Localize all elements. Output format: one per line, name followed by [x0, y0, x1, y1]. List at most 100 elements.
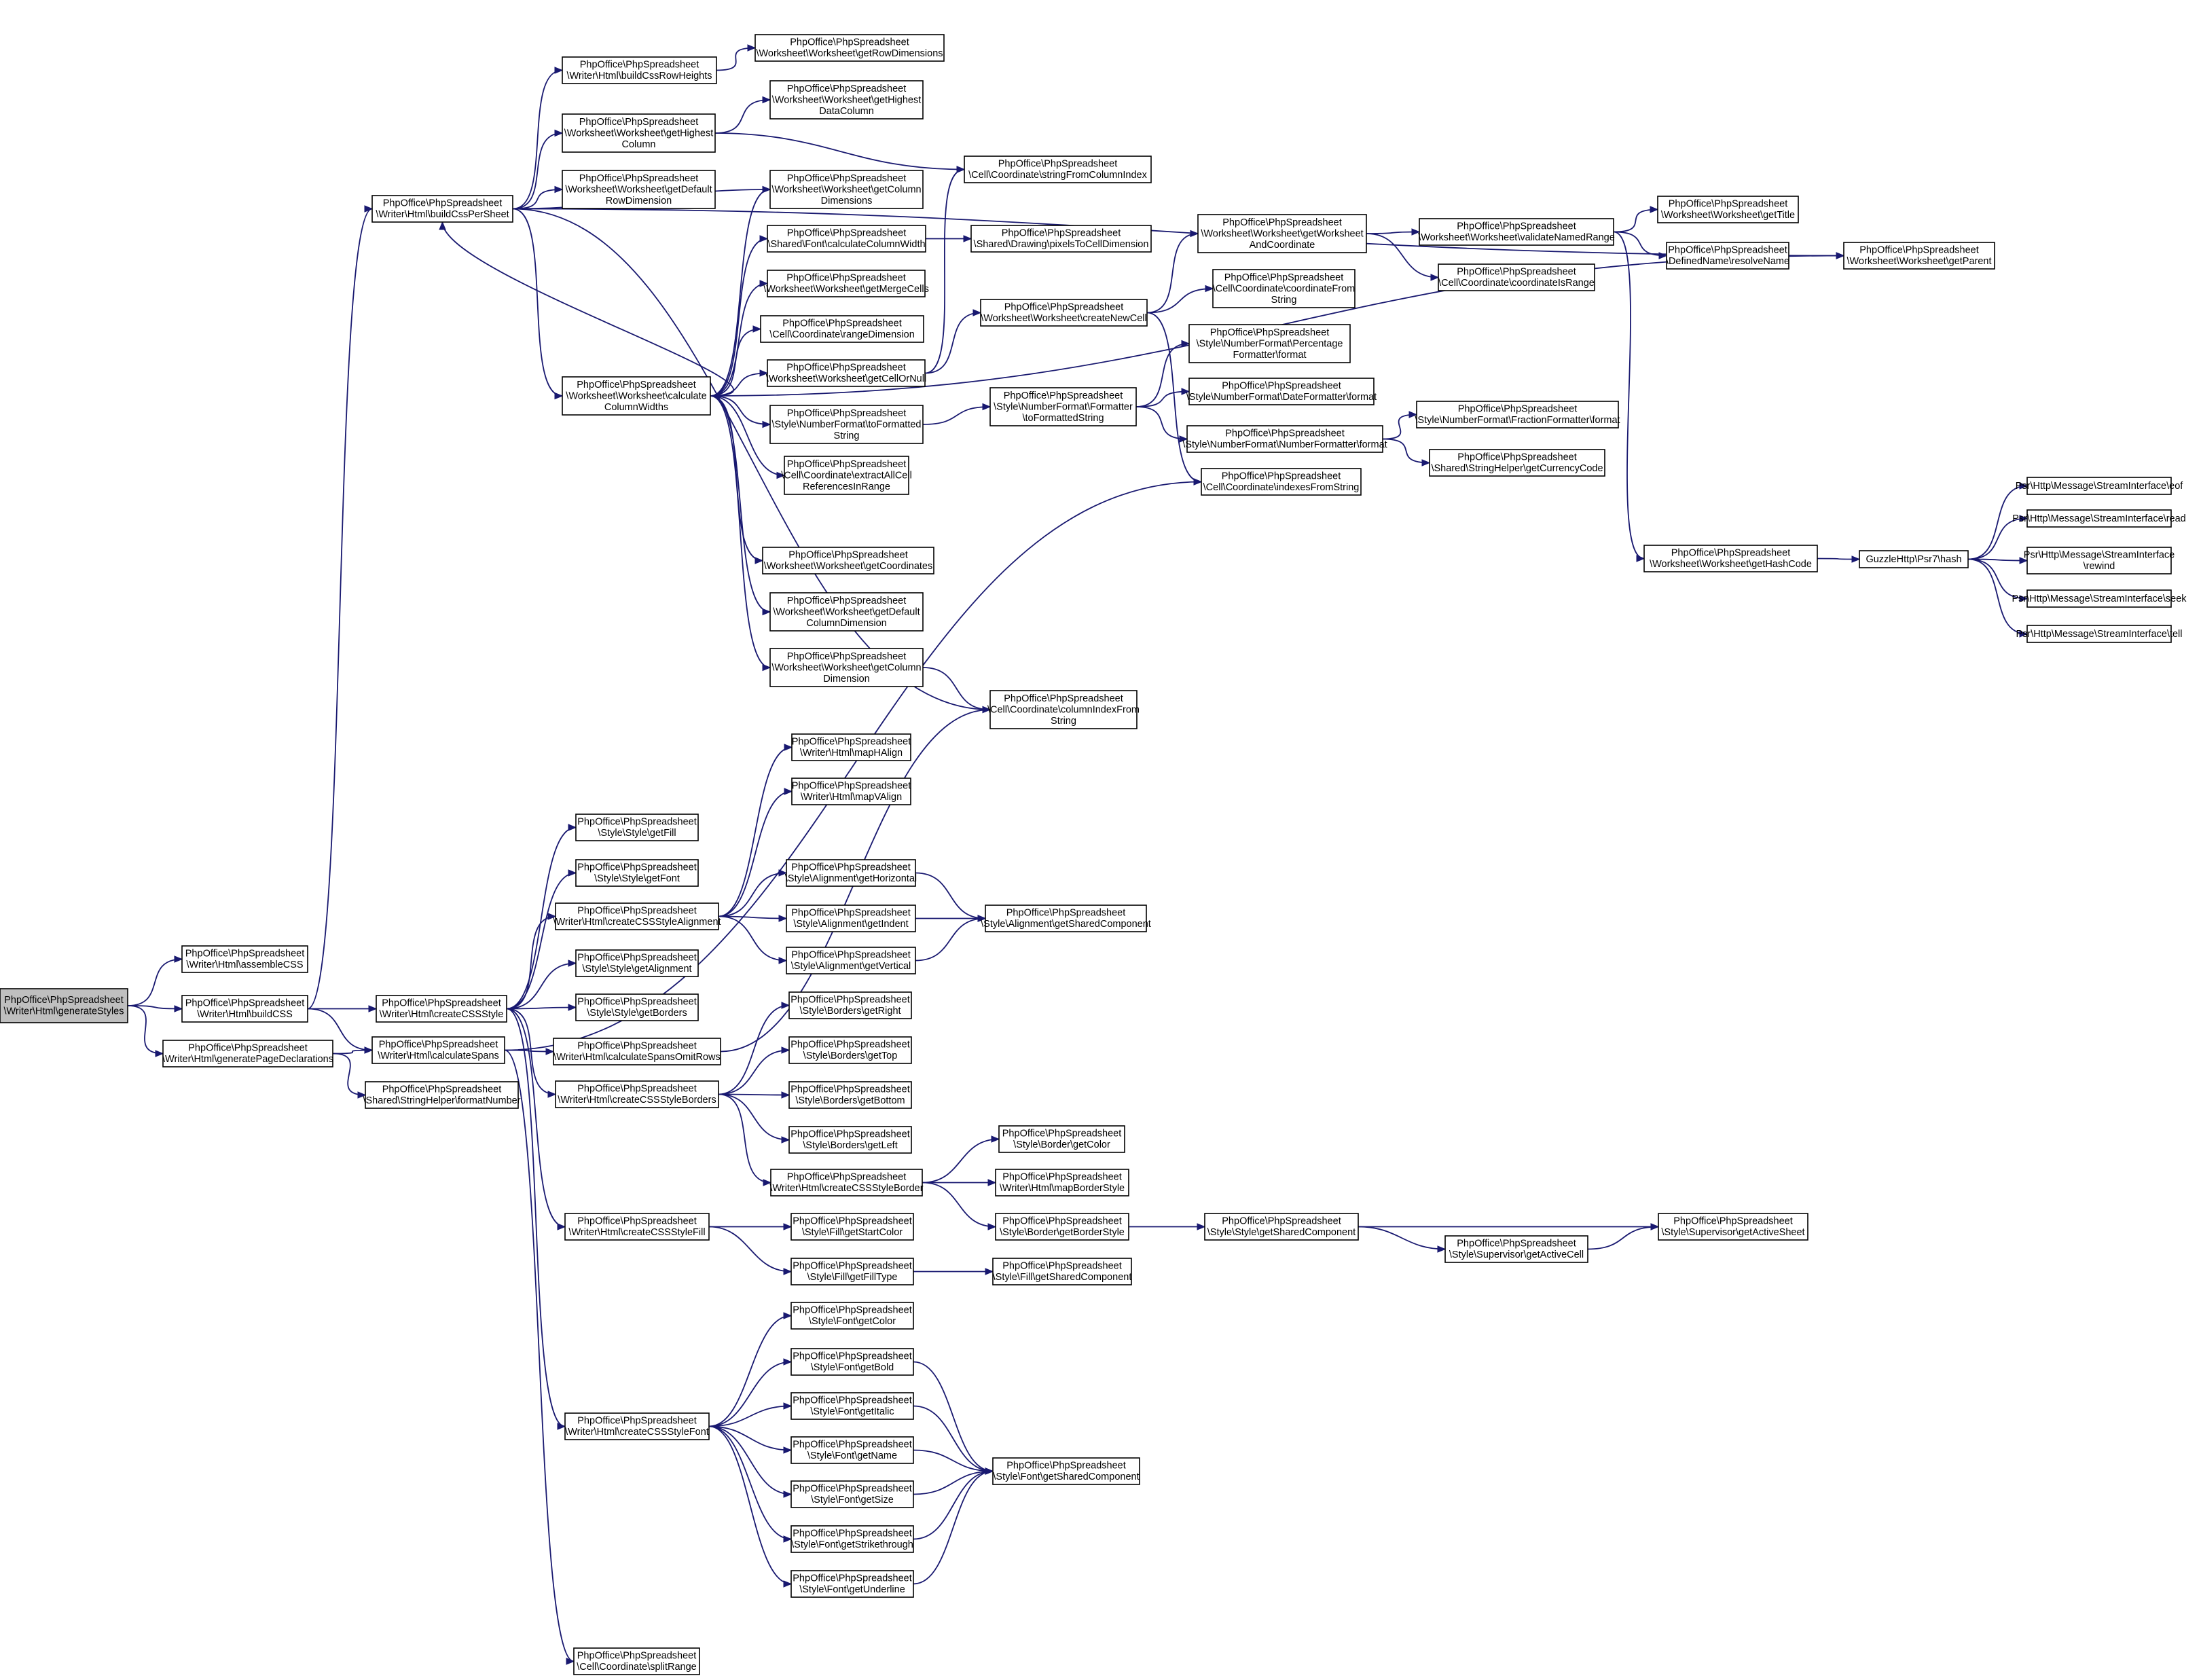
node-coordinateFromString[interactable]: PhpOffice\PhpSpreadsheet\Cell\Coordinate… [1212, 269, 1356, 308]
node-calculateColumnWidth[interactable]: PhpOffice\PhpSpreadsheet\Shared\Font\cal… [767, 225, 926, 253]
node-getStrikethrough[interactable]: PhpOffice\PhpSpreadsheet\Style\Font\getS… [790, 1525, 914, 1553]
node-createCSSStyleBorder[interactable]: PhpOffice\PhpSpreadsheet\Writer\Html\cre… [769, 1169, 924, 1197]
node-getSize[interactable]: PhpOffice\PhpSpreadsheet\Style\Font\getS… [790, 1480, 914, 1508]
node-columnIndexFromString[interactable]: PhpOffice\PhpSpreadsheet\Cell\Coordinate… [987, 690, 1140, 729]
node-coordinateIsRange[interactable]: PhpOffice\PhpSpreadsheet\Cell\Coordinate… [1438, 263, 1595, 291]
node-extractAllCellReferencesInRange[interactable]: PhpOffice\PhpSpreadsheet\Cell\Coordinate… [781, 456, 912, 495]
node-mapVAlign[interactable]: PhpOffice\PhpSpreadsheet\Writer\Html\map… [791, 778, 911, 805]
node-getColumnDimensions[interactable]: PhpOffice\PhpSpreadsheet\Worksheet\Works… [769, 170, 924, 209]
node-getMergeCells[interactable]: PhpOffice\PhpSpreadsheet\Worksheet\Works… [763, 270, 929, 297]
node-getDefaultRowDimension[interactable]: PhpOffice\PhpSpreadsheet\Worksheet\Works… [562, 170, 716, 209]
edge-line [708, 1405, 792, 1427]
node-getUnderline[interactable]: PhpOffice\PhpSpreadsheet\Style\Font\getU… [790, 1570, 914, 1598]
node-formatNumber[interactable]: PhpOffice\PhpSpreadsheet\Shared\StringHe… [363, 1081, 521, 1109]
node-rangeDimension[interactable]: PhpOffice\PhpSpreadsheet\Cell\Coordinate… [760, 315, 924, 343]
node-createCSSStyleFont[interactable]: PhpOffice\PhpSpreadsheet\Writer\Html\cre… [564, 1412, 710, 1440]
node-createNewCell[interactable]: PhpOffice\PhpSpreadsheet\Worksheet\Works… [980, 299, 1148, 327]
node-pixelsToCellDimension[interactable]: PhpOffice\PhpSpreadsheet\Shared\Drawing\… [970, 225, 1152, 253]
node-borderGetColor[interactable]: PhpOffice\PhpSpreadsheet\Style\Border\ge… [998, 1125, 1125, 1153]
node-tell[interactable]: Psr\Http\Message\StreamInterface\tell [2016, 625, 2183, 643]
node-label-line: \Style\Style\getAlignment [582, 964, 691, 974]
node-label-line: Psr\Http\Message\StreamInterface\read [2012, 513, 2185, 524]
node-getFill[interactable]: PhpOffice\PhpSpreadsheet\Style\Style\get… [575, 814, 699, 841]
node-stringFromColumnIndex[interactable]: PhpOffice\PhpSpreadsheet\Cell\Coordinate… [964, 156, 1152, 183]
node-label-line: PhpOffice\PhpSpreadsheet [382, 998, 501, 1009]
node-styleShared[interactable]: PhpOffice\PhpSpreadsheet\Style\Style\get… [1204, 1213, 1359, 1241]
node-label-line: \Worksheet\Worksheet\getParent [1847, 256, 1991, 267]
node-getFillType[interactable]: PhpOffice\PhpSpreadsheet\Style\Fill\getF… [790, 1258, 914, 1285]
node-getTitle[interactable]: PhpOffice\PhpSpreadsheet\Worksheet\Works… [1657, 196, 1799, 223]
node-toFormattedString[interactable]: PhpOffice\PhpSpreadsheet\Style\NumberFor… [769, 405, 924, 444]
node-getName[interactable]: PhpOffice\PhpSpreadsheet\Style\Font\getN… [790, 1436, 914, 1464]
node-createCSSStyle[interactable]: PhpOffice\PhpSpreadsheet\Writer\Html\cre… [376, 995, 507, 1023]
node-assembleCSS[interactable]: PhpOffice\PhpSpreadsheet\Writer\Html\ass… [181, 945, 308, 973]
edge-line [441, 221, 735, 397]
node-label-line: PhpOffice\PhpSpreadsheet [1225, 428, 1344, 439]
node-alignmentShared[interactable]: PhpOffice\PhpSpreadsheet\Style\Alignment… [981, 905, 1151, 932]
node-calculateSpansOmitRows[interactable]: PhpOffice\PhpSpreadsheet\Writer\Html\cal… [553, 1038, 721, 1065]
node-getRowDimensions[interactable]: PhpOffice\PhpSpreadsheet\Worksheet\Works… [754, 34, 945, 62]
node-getTop[interactable]: PhpOffice\PhpSpreadsheet\Style\Borders\g… [788, 1036, 912, 1064]
node-getColumnDimension[interactable]: PhpOffice\PhpSpreadsheet\Worksheet\Works… [769, 648, 924, 687]
node-getParent[interactable]: PhpOffice\PhpSpreadsheet\Worksheet\Works… [1843, 242, 1995, 270]
node-percentageFormat[interactable]: PhpOffice\PhpSpreadsheet\Style\NumberFor… [1188, 324, 1351, 363]
node-seek[interactable]: Psr\Http\Message\StreamInterface\seek [2012, 589, 2187, 608]
node-getCellOrNull[interactable]: PhpOffice\PhpSpreadsheet\Worksheet\Works… [766, 359, 926, 387]
node-supervisorGetActiveCell[interactable]: PhpOffice\PhpSpreadsheet\Style\Superviso… [1444, 1235, 1588, 1263]
node-getBold[interactable]: PhpOffice\PhpSpreadsheet\Style\Font\getB… [790, 1348, 914, 1376]
node-fractionFormat[interactable]: PhpOffice\PhpSpreadsheet\Style\NumberFor… [1415, 401, 1620, 428]
node-fontShared[interactable]: PhpOffice\PhpSpreadsheet\Style\Font\getS… [992, 1457, 1140, 1485]
node-getStartColor[interactable]: PhpOffice\PhpSpreadsheet\Style\Fill\getS… [790, 1213, 914, 1241]
node-getDefaultColumnDimension[interactable]: PhpOffice\PhpSpreadsheet\Worksheet\Works… [769, 592, 924, 632]
node-supervisorGetActiveSheet[interactable]: PhpOffice\PhpSpreadsheet\Style\Superviso… [1658, 1213, 1808, 1241]
node-getCurrencyCode[interactable]: PhpOffice\PhpSpreadsheet\Shared\StringHe… [1429, 449, 1605, 477]
node-getAlignment[interactable]: PhpOffice\PhpSpreadsheet\Style\Style\get… [575, 949, 699, 977]
node-eof[interactable]: Psr\Http\Message\StreamInterface\eof [2016, 477, 2184, 495]
node-dateFormat[interactable]: PhpOffice\PhpSpreadsheet\Style\NumberFor… [1186, 378, 1377, 405]
node-calculateColumnWidths[interactable]: PhpOffice\PhpSpreadsheet\Worksheet\Works… [562, 376, 711, 416]
node-createCSSStyleAlignment[interactable]: PhpOffice\PhpSpreadsheet\Writer\Html\cre… [553, 902, 721, 930]
node-psr7hash[interactable]: GuzzleHttp\Psr7\hash [1859, 550, 1969, 568]
node-getFont[interactable]: PhpOffice\PhpSpreadsheet\Style\Style\get… [575, 859, 699, 887]
node-validateNamedRange[interactable]: PhpOffice\PhpSpreadsheet\Worksheet\Works… [1418, 218, 1615, 246]
edge-createCSSStyleBorders-to-getTop [718, 1046, 790, 1095]
node-getRight[interactable]: PhpOffice\PhpSpreadsheet\Style\Borders\g… [788, 991, 912, 1019]
node-mapBorderStyle[interactable]: PhpOffice\PhpSpreadsheet\Writer\Html\map… [995, 1169, 1129, 1197]
node-getBorderStyle[interactable]: PhpOffice\PhpSpreadsheet\Style\Border\ge… [995, 1213, 1129, 1241]
node-label-line: PhpOffice\PhpSpreadsheet [1004, 390, 1123, 401]
node-getLeft[interactable]: PhpOffice\PhpSpreadsheet\Style\Borders\g… [788, 1126, 912, 1154]
node-rewind[interactable]: Psr\Http\Message\StreamInterface\rewind [2024, 547, 2175, 574]
node-getHorizontal[interactable]: PhpOffice\PhpSpreadsheet\Style\Alignment… [785, 859, 917, 887]
node-fillShared[interactable]: PhpOffice\PhpSpreadsheet\Style\Fill\getS… [992, 1258, 1132, 1285]
node-getHashCode[interactable]: PhpOffice\PhpSpreadsheet\Worksheet\Works… [1643, 545, 1818, 572]
node-getHighestColumn[interactable]: PhpOffice\PhpSpreadsheet\Worksheet\Works… [562, 113, 716, 153]
node-fontGetColor[interactable]: PhpOffice\PhpSpreadsheet\Style\Font\getC… [790, 1302, 914, 1330]
node-getBorders[interactable]: PhpOffice\PhpSpreadsheet\Style\Style\get… [575, 993, 699, 1021]
node-createCSSStyleBorders[interactable]: PhpOffice\PhpSpreadsheet\Writer\Html\cre… [555, 1080, 719, 1108]
node-calculateSpans[interactable]: PhpOffice\PhpSpreadsheet\Writer\Html\cal… [371, 1036, 505, 1064]
node-getVertical[interactable]: PhpOffice\PhpSpreadsheet\Style\Alignment… [786, 947, 916, 974]
edge-createCSSStyle-to-getAlignment [506, 960, 577, 1010]
node-getIndent[interactable]: PhpOffice\PhpSpreadsheet\Style\Alignment… [786, 905, 916, 932]
node-getCoordinates[interactable]: PhpOffice\PhpSpreadsheet\Worksheet\Works… [762, 547, 934, 574]
node-createCSSStyleFill[interactable]: PhpOffice\PhpSpreadsheet\Writer\Html\cre… [564, 1213, 710, 1241]
node-getHighestDataColumn[interactable]: PhpOffice\PhpSpreadsheet\Worksheet\Works… [769, 80, 924, 120]
edge-arrowhead [987, 1179, 997, 1186]
node-buildCssRowHeights[interactable]: PhpOffice\PhpSpreadsheet\Writer\Html\bui… [562, 56, 717, 84]
node-indexesFromString[interactable]: PhpOffice\PhpSpreadsheet\Cell\Coordinate… [1201, 468, 1362, 496]
node-generateStyles[interactable]: PhpOffice\PhpSpreadsheet\Writer\Html\gen… [0, 988, 128, 1023]
node-mapHAlign[interactable]: PhpOffice\PhpSpreadsheet\Writer\Html\map… [791, 733, 911, 761]
node-buildCssPerSheet[interactable]: PhpOffice\PhpSpreadsheet\Writer\Html\bui… [371, 195, 513, 223]
node-read[interactable]: Psr\Http\Message\StreamInterface\read [2012, 509, 2186, 528]
node-resolveName[interactable]: PhpOffice\PhpSpreadsheet\DefinedName\res… [1666, 242, 1789, 270]
edge-line [718, 1004, 790, 1095]
node-buildCSS[interactable]: PhpOffice\PhpSpreadsheet\Writer\Html\bui… [181, 995, 308, 1023]
node-formatterToFormattedString[interactable]: PhpOffice\PhpSpreadsheet\Style\NumberFor… [989, 387, 1137, 426]
node-getBottom[interactable]: PhpOffice\PhpSpreadsheet\Style\Borders\g… [788, 1081, 912, 1109]
node-getItalic[interactable]: PhpOffice\PhpSpreadsheet\Style\Font\getI… [790, 1392, 914, 1420]
node-generatePageDeclarations[interactable]: PhpOffice\PhpSpreadsheet\Writer\Html\gen… [162, 1040, 333, 1067]
node-label-line: Psr\Http\Message\StreamInterface [2024, 550, 2175, 561]
node-splitRange[interactable]: PhpOffice\PhpSpreadsheet\Cell\Coordinate… [573, 1647, 700, 1675]
node-numberFormat[interactable]: PhpOffice\PhpSpreadsheet\Style\NumberFor… [1182, 425, 1387, 453]
node-getWorksheetAndCoordinate[interactable]: PhpOffice\PhpSpreadsheet\Worksheet\Works… [1197, 214, 1367, 253]
